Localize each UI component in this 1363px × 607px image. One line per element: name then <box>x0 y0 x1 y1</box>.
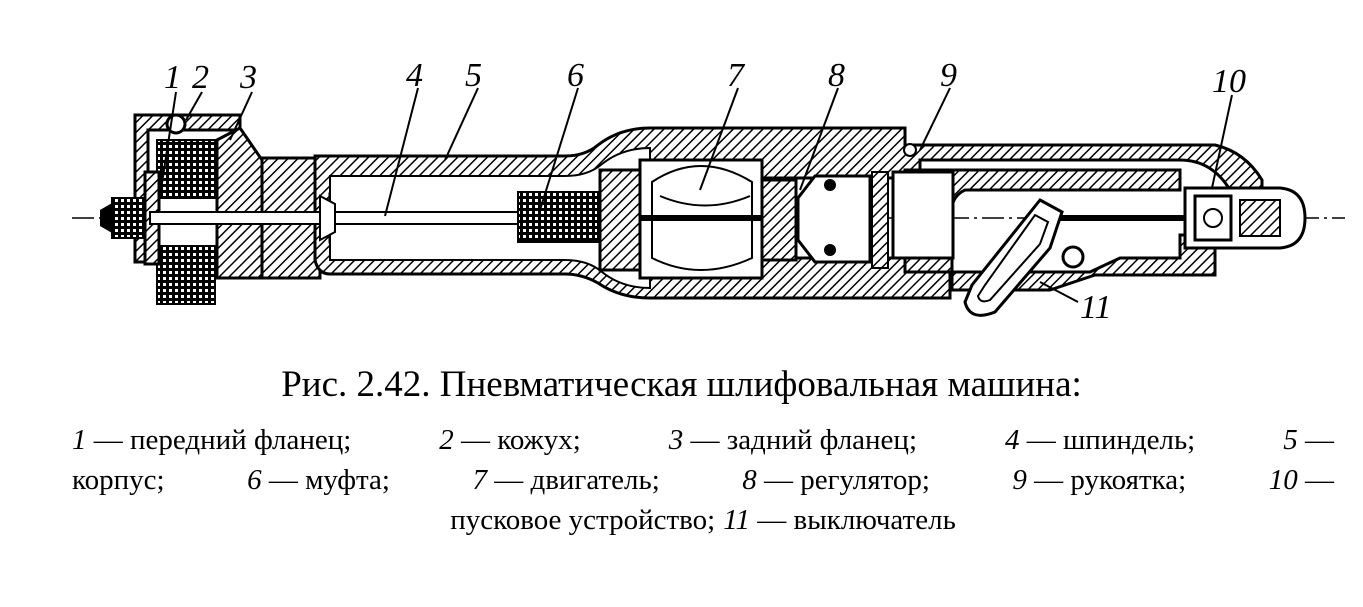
motor-vane <box>659 195 751 207</box>
motor-bearing-rear <box>760 178 798 262</box>
legend-line-2: корпус; 6 — муфта; 7 — двигатель; 8 — ре… <box>72 460 1334 500</box>
regulator-wall <box>871 171 889 269</box>
legend-item-6: 6 — муфта; <box>247 464 390 496</box>
callout-5: 5 <box>465 57 482 94</box>
handle-chamber <box>891 170 955 260</box>
callout-8: 8 <box>828 57 845 94</box>
grinding-wheel-upper <box>156 139 216 199</box>
starter-cap <box>1239 199 1281 237</box>
legend-item-10-start: 10 — <box>1268 464 1334 496</box>
legend-line-1: 1 — передний фланец; 2 — кожух; 3 — задн… <box>72 420 1334 460</box>
leader-3 <box>229 91 253 141</box>
leader-5 <box>444 87 479 161</box>
regulator-weight-top <box>824 179 836 191</box>
starter-port <box>1203 208 1223 228</box>
callout-9: 9 <box>940 57 957 94</box>
callout-7: 7 <box>727 57 746 94</box>
spindle-nut <box>111 197 145 239</box>
leader-6 <box>539 87 579 211</box>
spindle-collar <box>319 194 336 242</box>
grinding-wheel-lower <box>156 245 216 305</box>
rear-flange <box>215 126 264 280</box>
legend-item-9: 9 — рукоятка; <box>1012 464 1187 496</box>
leader-7 <box>699 87 739 191</box>
leader-2 <box>185 91 203 121</box>
grinder-drawing: 1 2 3 4 5 6 7 8 9 10 11 <box>72 57 1345 326</box>
callout-1: 1 <box>164 59 181 96</box>
legend-line-3: пусковое устройство; 11 — выключатель <box>72 500 1334 540</box>
legend-item-2: 2 — кожух; <box>439 424 581 456</box>
callout-6: 6 <box>567 57 584 94</box>
figure-caption-title: Рис. 2.42. Пневматическая шлифовальная м… <box>281 364 1082 405</box>
leader-4 <box>384 87 419 217</box>
handle-rivet <box>903 143 917 157</box>
figure-legend: 1 — передний фланец; 2 — кожух; 3 — задн… <box>72 420 1334 540</box>
switch-lever <box>963 198 1064 317</box>
legend-item-5-start: 5 — <box>1283 424 1334 456</box>
callout-3: 3 <box>239 59 257 96</box>
callout-4: 4 <box>406 57 423 94</box>
legend-item-4: 4 — шпиндель; <box>1004 424 1196 456</box>
regulator-weight-bottom <box>824 244 836 256</box>
regulator <box>796 174 872 264</box>
spindle-tip <box>100 203 112 233</box>
callout-2: 2 <box>192 59 209 96</box>
motor-bearing-front <box>598 168 642 272</box>
leader-10 <box>1211 94 1233 189</box>
leader-1 <box>159 91 177 197</box>
leader-8 <box>799 87 839 191</box>
coupling <box>517 191 599 243</box>
legend-item-5-text: корпус; <box>72 464 165 496</box>
legend-item-1: 1 — передний фланец; <box>72 424 352 456</box>
legend-item-3: 3 — задний фланец; <box>668 424 918 456</box>
legend-item-10-text: пусковое устройство; <box>450 504 716 536</box>
leader-9 <box>919 87 951 151</box>
callout-11: 11 <box>1080 289 1111 326</box>
legend-item-7: 7 — двигатель; <box>472 464 660 496</box>
leader-11 <box>1039 281 1079 303</box>
legend-item-8: 8 — регулятор; <box>742 464 930 496</box>
switch-lever-slot <box>976 213 1050 303</box>
legend-item-11: 11 — выключатель <box>723 504 956 536</box>
switch-pivot <box>1061 245 1085 269</box>
callout-10: 10 <box>1212 63 1246 100</box>
